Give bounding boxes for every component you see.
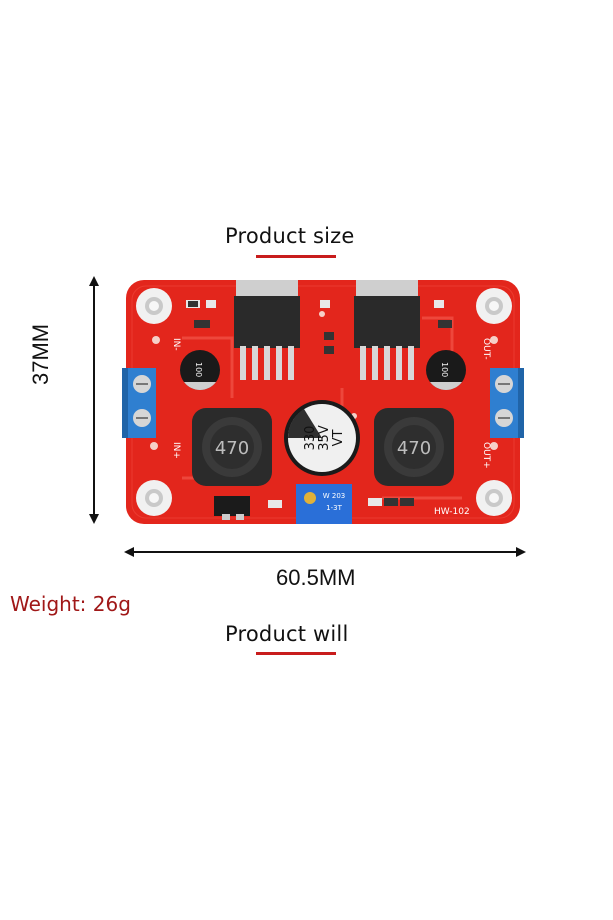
height-dimension-label: 37MM — [28, 323, 53, 385]
width-dimension-arrow — [124, 547, 526, 557]
product-will-underline — [256, 652, 336, 655]
svg-text:35V: 35V — [317, 425, 332, 451]
svg-text:1-3T: 1-3T — [326, 504, 342, 512]
dc-converter-board-photo: 100 100 470 470 330 35V VT — [122, 280, 524, 524]
height-dimension-arrow — [89, 276, 99, 524]
product-size-underline — [256, 255, 336, 258]
svg-text:100: 100 — [440, 362, 449, 377]
product-will-heading: Product will — [225, 622, 349, 646]
svg-text:330: 330 — [303, 426, 318, 451]
weight-label: Weight: 26g — [10, 592, 131, 616]
board-model-label: HW-102 — [434, 507, 470, 517]
mounting-holes — [136, 288, 512, 516]
regulator-right — [354, 280, 420, 380]
label-out-minus: OUT- — [481, 338, 491, 360]
svg-text:VT: VT — [331, 430, 346, 447]
trimpot: W 203 1-3T — [296, 484, 352, 524]
inductor-right: 470 — [374, 408, 454, 486]
label-in-plus: IN+ — [171, 442, 181, 459]
capacitor-center: 330 35V VT — [284, 400, 360, 476]
svg-text:470: 470 — [397, 438, 431, 459]
inductor-left: 470 — [192, 408, 272, 486]
svg-text:W 203: W 203 — [323, 492, 346, 500]
regulator-left — [234, 280, 300, 380]
width-dimension-label: 60.5MM — [276, 565, 356, 590]
product-size-heading: Product size — [225, 224, 355, 248]
svg-text:470: 470 — [215, 438, 249, 459]
label-in-minus: IN- — [171, 338, 181, 351]
capacitor-left: 100 — [180, 350, 220, 390]
label-out-plus: OUT+ — [481, 442, 491, 469]
svg-text:100: 100 — [194, 362, 203, 377]
output-terminal-block — [490, 368, 524, 438]
capacitor-right: 100 — [426, 350, 466, 390]
input-terminal-block — [122, 368, 156, 438]
